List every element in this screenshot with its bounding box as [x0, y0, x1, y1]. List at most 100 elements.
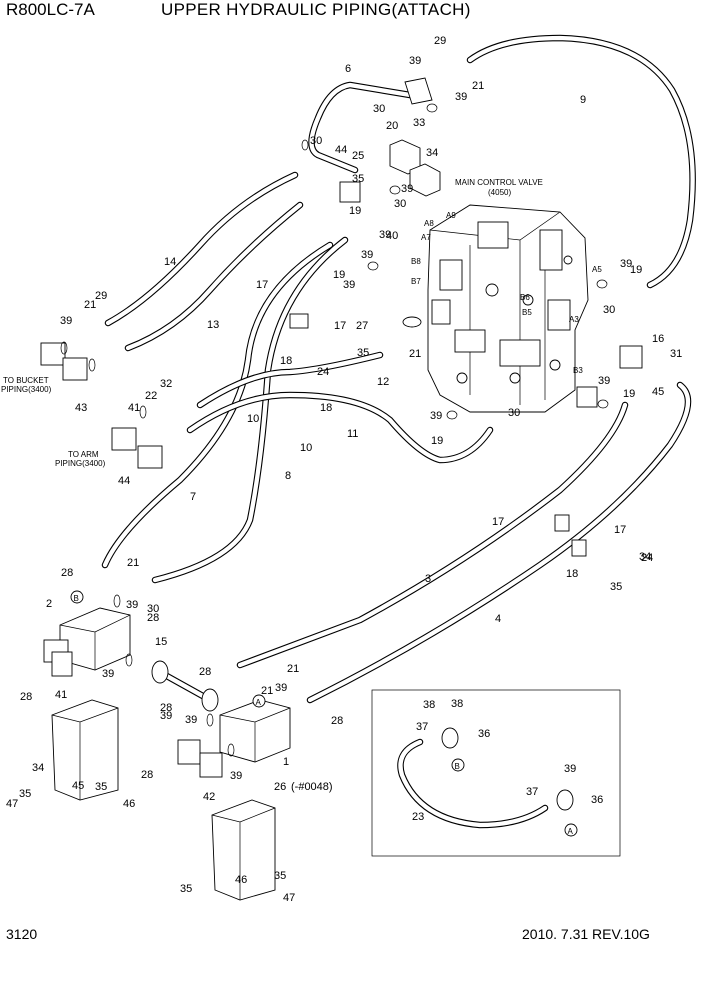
port-label-b3: B3 — [573, 366, 583, 375]
callout-37: 37 — [526, 786, 538, 798]
callout-19: 19 — [630, 264, 642, 276]
port-label-a7: A7 — [421, 233, 431, 242]
port-label-a8: A8 — [424, 219, 434, 228]
callout-26: 26 — [274, 781, 286, 793]
callout-45: 45 — [652, 386, 664, 398]
callout-37: 37 — [416, 721, 428, 733]
callout-41: 41 — [55, 689, 67, 701]
callout-36: 36 — [591, 794, 603, 806]
callout-43: 43 — [75, 402, 87, 414]
callout-28: 28 — [199, 666, 211, 678]
callout-31: 31 — [670, 348, 682, 360]
port-label-b7: B7 — [411, 277, 421, 286]
view-marker-a: A — [252, 694, 266, 708]
callout-39: 39 — [564, 763, 576, 775]
port-label-a5: A5 — [592, 265, 602, 274]
port-label-b6: B6 — [520, 293, 530, 302]
callout-39: 39 — [379, 229, 391, 241]
svg-text:B: B — [74, 594, 79, 603]
callout-10: 10 — [247, 413, 259, 425]
callout-6: 6 — [345, 63, 351, 75]
callout-34: 34 — [639, 551, 651, 563]
callout-45: 45 — [72, 780, 84, 792]
callout-12: 12 — [377, 376, 389, 388]
serial-note: (-#0048) — [291, 781, 333, 793]
callout-44: 44 — [118, 475, 130, 487]
callout-39: 39 — [343, 279, 355, 291]
callout-39: 39 — [230, 770, 242, 782]
page-title: UPPER HYDRAULIC PIPING(ATTACH) — [161, 0, 471, 19]
callout-44: 44 — [335, 144, 347, 156]
callout-28: 28 — [61, 567, 73, 579]
callout-21: 21 — [472, 80, 484, 92]
callout-47: 47 — [6, 798, 18, 810]
callout-39: 39 — [430, 410, 442, 422]
callout-38: 38 — [451, 698, 463, 710]
callout-21: 21 — [84, 299, 96, 311]
callout-14: 14 — [164, 256, 176, 268]
arm-note-line1: TO ARM — [68, 450, 99, 459]
callout-46: 46 — [123, 798, 135, 810]
callout-3: 3 — [425, 573, 431, 585]
callout-17: 17 — [614, 524, 626, 536]
port-label-b8: B8 — [411, 257, 421, 266]
callout-18: 18 — [566, 568, 578, 580]
callout-10: 10 — [300, 442, 312, 454]
mcv-label-line2: (4050) — [488, 188, 511, 197]
callout-23: 23 — [412, 811, 424, 823]
callout-30: 30 — [603, 304, 615, 316]
callout-28: 28 — [160, 702, 172, 714]
bucket-note-line1: TO BUCKET — [3, 376, 49, 385]
svg-text:A: A — [256, 698, 262, 707]
callout-30: 30 — [147, 603, 159, 615]
port-label-b5: B5 — [522, 308, 532, 317]
callout-39: 39 — [126, 599, 138, 611]
callout-9: 9 — [580, 94, 586, 106]
callout-27: 27 — [356, 320, 368, 332]
callout-36: 36 — [478, 728, 490, 740]
callout-39: 39 — [185, 714, 197, 726]
view-marker-b: B — [451, 758, 465, 772]
component-group — [40, 77, 643, 901]
callout-16: 16 — [652, 333, 664, 345]
page-number: 3120 — [6, 926, 38, 942]
callout-34: 34 — [32, 762, 44, 774]
arm-note-line2: PIPING(3400) — [55, 459, 106, 468]
callout-39: 39 — [409, 55, 421, 67]
callout-28: 28 — [20, 691, 32, 703]
callout-20: 20 — [386, 120, 398, 132]
callout-18: 18 — [320, 402, 332, 414]
callout-39: 39 — [60, 315, 72, 327]
callout-28: 28 — [147, 612, 159, 624]
callout-34: 34 — [426, 147, 438, 159]
callout-24: 24 — [641, 552, 653, 564]
callout-40: 40 — [386, 230, 398, 242]
callout-35: 35 — [19, 788, 31, 800]
callout-15: 15 — [155, 636, 167, 648]
callout-35: 35 — [610, 581, 622, 593]
callout-24: 24 — [317, 366, 329, 378]
callout-19: 19 — [333, 269, 345, 281]
callout-39: 39 — [275, 682, 287, 694]
callout-35: 35 — [274, 870, 286, 882]
callout-19: 19 — [349, 205, 361, 217]
callout-41: 41 — [128, 402, 140, 414]
callout-22: 22 — [145, 390, 157, 402]
callout-35: 35 — [95, 781, 107, 793]
callout-21: 21 — [127, 557, 139, 569]
callout-30: 30 — [310, 135, 322, 147]
callout-30: 30 — [373, 103, 385, 115]
callout-13: 13 — [207, 319, 219, 331]
callout-39: 39 — [598, 375, 610, 387]
callout-11: 11 — [347, 428, 358, 440]
callout-42: 42 — [203, 791, 215, 803]
mcv-label-line1: MAIN CONTROL VALVE — [455, 178, 543, 187]
callout-21: 21 — [287, 663, 299, 675]
callout-35: 35 — [357, 347, 369, 359]
callout-29: 29 — [95, 290, 107, 302]
callout-29: 29 — [434, 35, 446, 47]
callout-18: 18 — [280, 355, 292, 367]
callout-17: 17 — [334, 320, 346, 332]
